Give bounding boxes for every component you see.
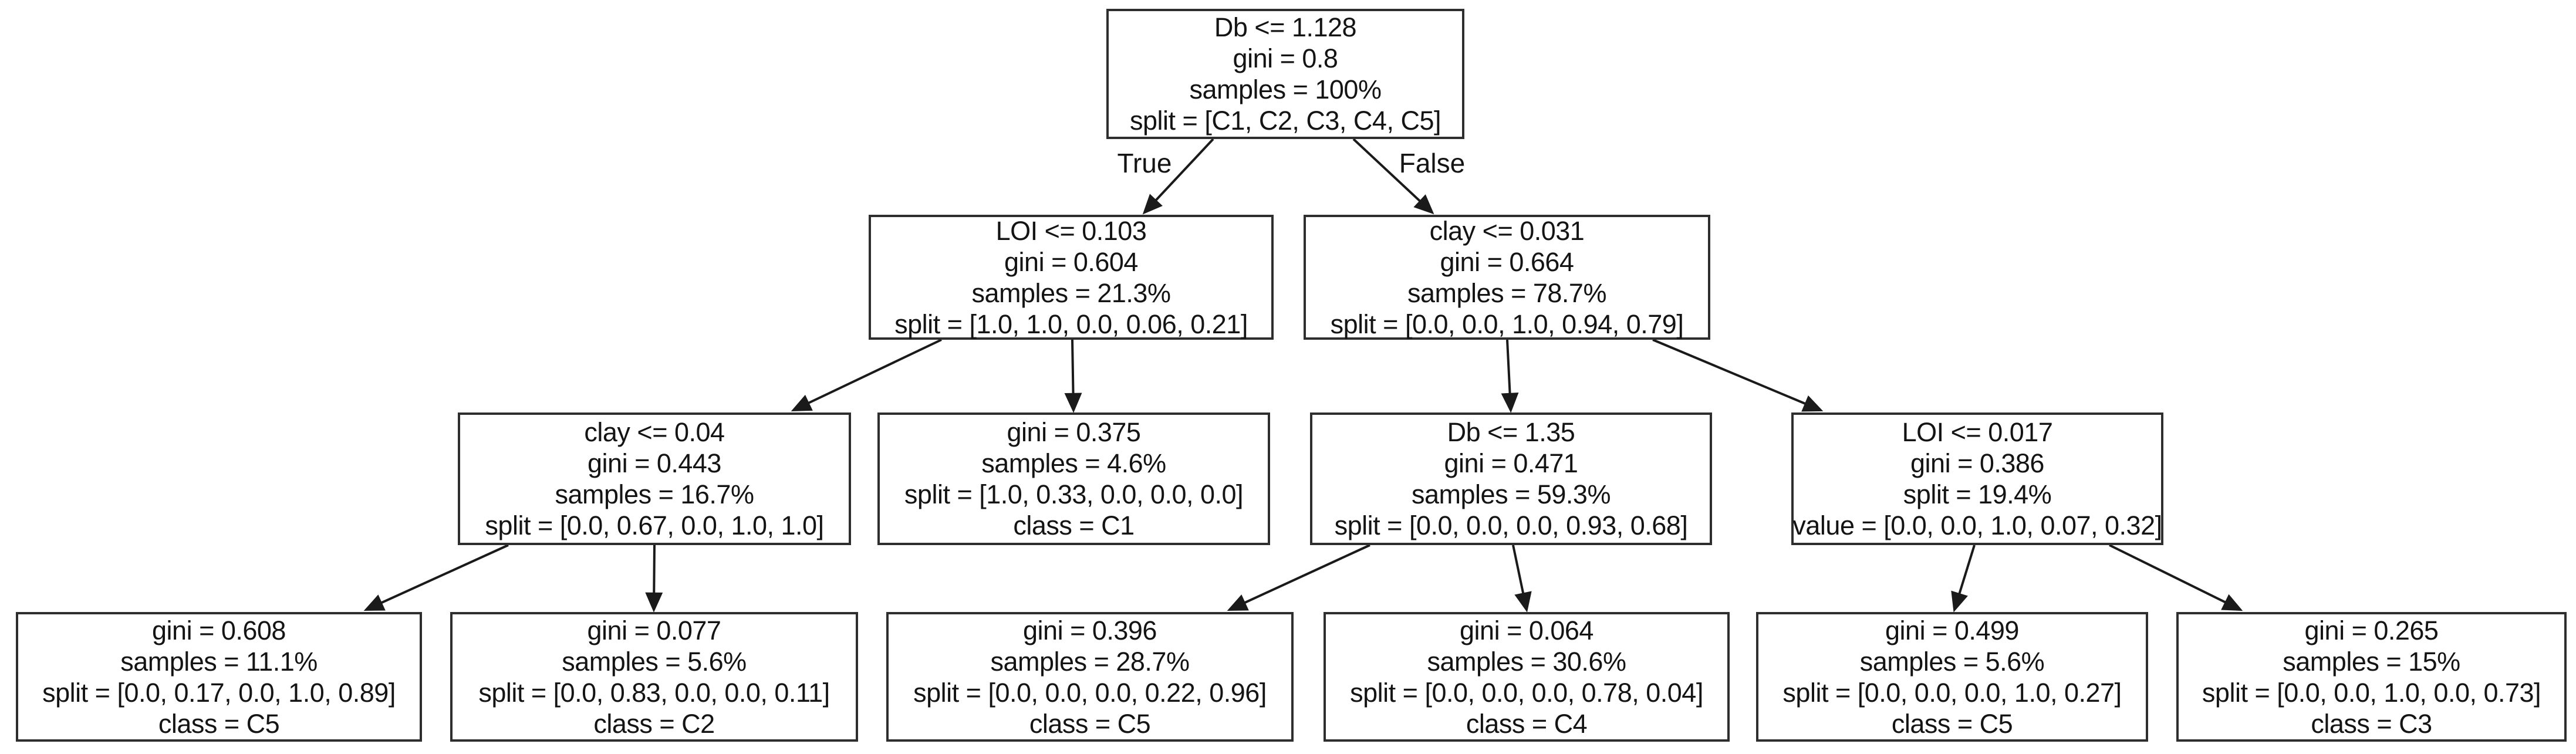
edge-l34-left [1951,545,1976,613]
node-gini: gini = 0.471 [1444,448,1578,478]
node-split: split = [0.0, 0.83, 0.0, 0.0, 0.11] [478,677,830,708]
node-samples: samples = 5.6% [562,646,747,677]
edge-l2l-right [1064,339,1082,413]
node-condition: Db <= 1.128 [1214,12,1357,42]
node-gini: gini = 0.8 [1233,43,1338,73]
node-gini: gini = 0.375 [1007,417,1141,447]
tree-leaf-c3: gini = 0.265 samples = 15% split = [0.0,… [2176,612,2567,742]
node-gini: gini = 0.499 [1885,615,2019,645]
node-class: class = C5 [1029,708,1151,739]
node-condition: LOI <= 0.103 [995,215,1147,246]
node-samples: samples = 16.7% [555,479,754,509]
node-class: class = C4 [1466,708,1588,739]
edge-l33-right [1512,545,1532,613]
tree-leaf-c5-a: gini = 0.608 samples = 11.1% split = [0.… [16,612,422,742]
node-split: split = [0.0, 0.0, 0.0, 0.93, 0.68] [1334,510,1688,540]
node-split: split = [0.0, 0.0, 0.0, 0.78, 0.04] [1350,677,1703,708]
node-condition: Db <= 1.35 [1447,417,1575,447]
node-class: class = C3 [2311,708,2432,739]
node-samples: samples = 11.1% [120,646,318,677]
edge-l2l-left [791,339,942,412]
node-condition: clay <= 0.031 [1429,215,1585,246]
node-samples: samples = 4.6% [981,448,1166,478]
node-gini: gini = 0.396 [1023,615,1157,645]
node-split: split = [0.0, 0.17, 0.0, 1.0, 0.89] [42,677,396,708]
edge-l2r-left [1501,339,1519,413]
tree-leaf-c5-b: gini = 0.396 samples = 28.7% split = [0.… [886,612,1294,742]
node-class: class = C2 [593,708,715,739]
node-gini: gini = 0.604 [1004,246,1138,277]
node-class: class = C5 [158,708,280,739]
node-gini: gini = 0.608 [152,615,286,645]
node-split: split = [0.0, 0.67, 0.0, 1.0, 1.0] [485,510,824,540]
node-samples: samples = 30.6% [1427,646,1626,677]
node-samples: samples = 59.3% [1412,479,1611,509]
node-split-pct: split = 19.4% [1903,479,2052,509]
node-split: split = [1.0, 0.33, 0.0, 0.0, 0.0] [904,479,1244,509]
tree-node-level2-left: LOI <= 0.103 gini = 0.604 samples = 21.3… [869,215,1274,340]
node-split: split = [0.0, 0.0, 0.0, 0.22, 0.96] [913,677,1267,708]
edge-l33-left [1227,544,1370,611]
node-split: split = [C1, C2, C3, C4, C5] [1130,106,1441,136]
tree-node-level3-1: clay <= 0.04 gini = 0.443 samples = 16.7… [458,412,851,545]
edge-l34-right [2109,544,2243,611]
tree-leaf-c5-c: gini = 0.499 samples = 5.6% split = [0.0… [1756,612,2148,742]
tree-leaf-c4: gini = 0.064 samples = 30.6% split = [0.… [1324,612,1730,742]
node-samples: samples = 5.6% [1859,646,2045,677]
edge-l31-left [363,544,509,611]
node-split: split = [1.0, 1.0, 0.0, 0.06, 0.21] [894,309,1248,339]
node-gini: gini = 0.064 [1460,615,1593,645]
tree-node-level3-3: Db <= 1.35 gini = 0.471 samples = 59.3% … [1310,412,1712,545]
tree-leaf-c1: gini = 0.375 samples = 4.6% split = [1.0… [877,412,1270,545]
node-split: split = [0.0, 0.0, 1.0, 0.0, 0.73] [2202,677,2541,708]
edge-label-true: True [1117,148,1172,178]
node-condition: LOI <= 0.017 [1902,417,2053,447]
tree-node-level3-4: LOI <= 0.017 gini = 0.386 split = 19.4% … [1791,412,2163,545]
node-class: class = C1 [1013,510,1135,540]
node-gini: gini = 0.443 [588,448,721,478]
tree-leaf-c2: gini = 0.077 samples = 5.6% split = [0.0… [450,612,858,742]
node-split: split = [0.0, 0.0, 0.0, 1.0, 0.27] [1782,677,2122,708]
node-samples: samples = 21.3% [971,278,1171,308]
node-samples: samples = 28.7% [990,646,1190,677]
node-condition: clay <= 0.04 [584,417,725,447]
tree-node-level2-right: clay <= 0.031 gini = 0.664 samples = 78.… [1304,215,1710,340]
node-samples: samples = 15% [2283,646,2460,677]
node-samples: samples = 78.7% [1407,278,1606,308]
node-gini: gini = 0.265 [2304,615,2439,645]
node-gini: gini = 0.664 [1440,246,1574,277]
edge-l2r-right [1652,339,1824,412]
node-samples: samples = 100% [1189,75,1382,104]
node-value: value = [0.0, 0.0, 1.0, 0.07, 0.32] [1792,510,2162,540]
node-split: split = [0.0, 0.0, 1.0, 0.94, 0.79] [1330,309,1684,339]
tree-node-root: Db <= 1.128 gini = 0.8 samples = 100% sp… [1106,9,1464,139]
edge-label-false: False [1399,148,1466,178]
node-gini: gini = 0.386 [1910,448,2044,478]
node-gini: gini = 0.077 [587,615,721,645]
node-class: class = C5 [1891,708,2013,739]
